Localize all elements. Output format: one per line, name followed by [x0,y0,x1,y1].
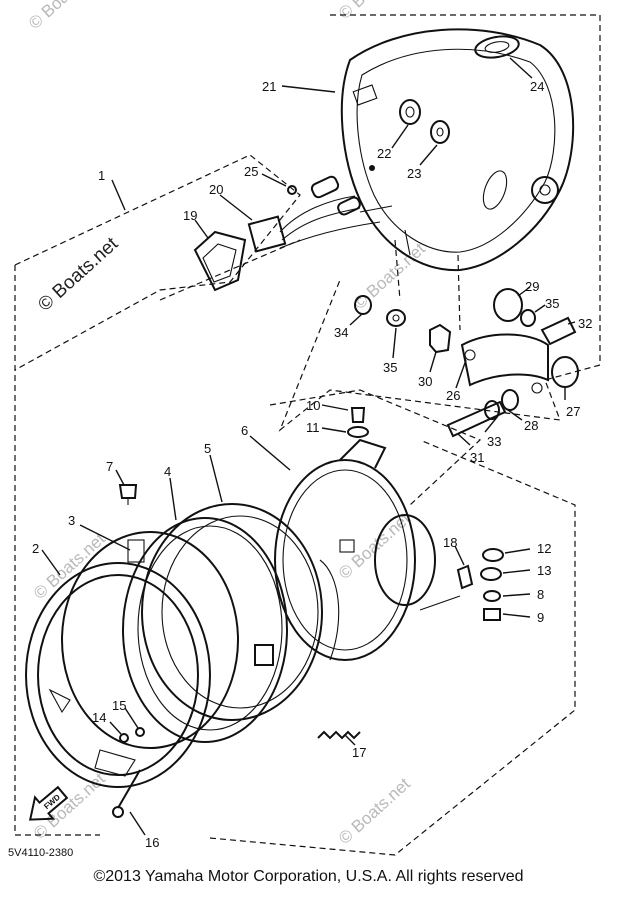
part-label: 35 [383,360,397,375]
leader-lines [41,57,576,836]
part-label: 24 [530,79,544,94]
part-label: 8 [537,587,544,602]
main-assembly-boundary-bottom [209,439,576,856]
part-label: 1 [98,168,105,183]
leader [457,254,461,331]
part-label: 25 [244,164,258,179]
main-assembly-boundary [14,154,301,371]
leader [159,239,301,301]
headlight-rings [25,407,504,818]
watermark: © Boats.net [335,0,414,23]
part-label: 10 [306,398,320,413]
part-label: 28 [524,418,538,433]
part-label: 3 [68,513,75,528]
watermark: © Boats.net [335,509,414,583]
case-boundary [278,14,601,432]
watermark-main: © Boats.net [34,233,123,316]
watermark: © Boats.net [25,0,104,33]
part-label: 27 [566,404,580,419]
part-label: 11 [306,420,320,435]
main-assembly-boundary-left [14,265,100,836]
part-label: 14 [92,710,106,725]
part-label: 2 [32,541,39,556]
copyright-notice: ©2013 Yamaha Motor Corporation, U.S.A. A… [93,868,524,885]
part-label: 21 [262,79,276,94]
mount-hardware [354,288,579,438]
part-label: 12 [537,541,551,556]
watermark: © Boats.net [335,774,414,848]
leader [394,239,401,301]
part-label: 31 [470,450,484,465]
part-label: 7 [106,459,113,474]
part-label: 20 [209,182,223,197]
part-label: 19 [183,208,197,223]
main-assembly-boundary-inner [269,389,482,506]
part-label: 9 [537,610,544,625]
part-label: 18 [443,535,457,550]
watermark: © Boats.net [30,769,109,843]
diagram-code: 5V4110-2380 [8,847,73,859]
part-label: 32 [578,316,592,331]
headlight-parts-diagram: © Boats.net © Boats.net © Boats.net © Bo… [8,0,601,859]
part-label: 6 [241,423,248,438]
forward-arrow: FWD [28,785,69,821]
assembly-boundaries [14,14,601,856]
watermark: © Boats.net [350,239,429,313]
headlight-case [340,28,575,272]
part-label: 17 [352,745,366,760]
part-label: 26 [446,388,460,403]
part-label: 23 [407,166,421,181]
part-label: 33 [487,434,501,449]
part-label: 5 [204,441,211,456]
part-label: 22 [377,146,391,161]
part-label: 29 [525,279,539,294]
part-label: 13 [537,563,551,578]
part-label: 30 [418,374,432,389]
part-label: 4 [164,464,171,479]
socket-harness [193,175,393,292]
part-label: 35 [545,296,559,311]
part-label: 34 [334,325,348,340]
part-label: 16 [145,835,159,850]
part-labels: 1 2 3 4 5 6 7 8 9 10 11 12 13 14 15 16 1… [32,79,592,850]
part-label: 15 [112,698,126,713]
